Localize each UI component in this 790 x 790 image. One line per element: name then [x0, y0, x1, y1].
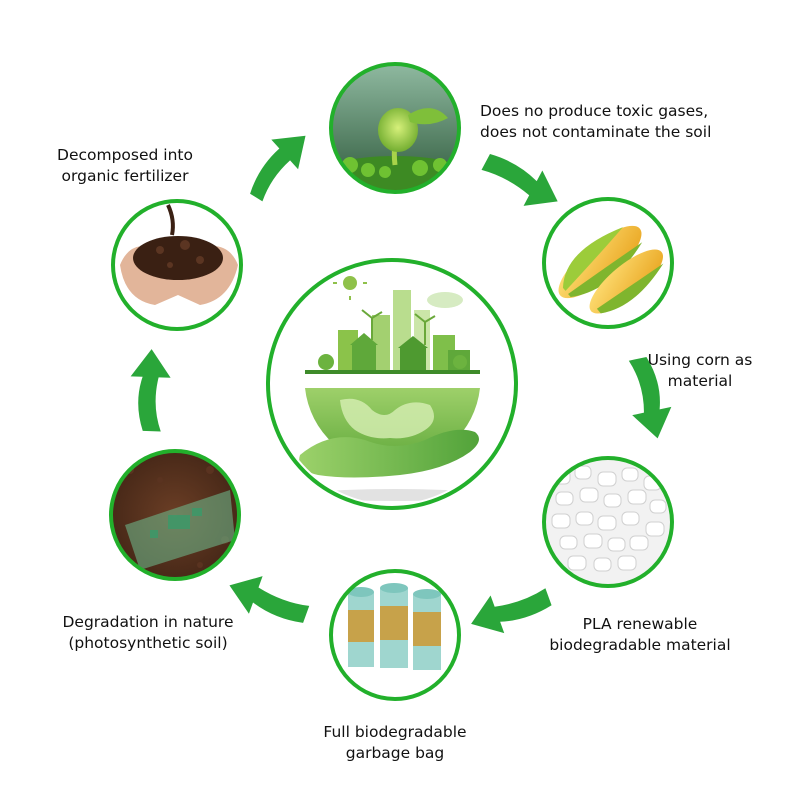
label-degradation-line-1: Degradation in nature: [48, 612, 248, 633]
corn-photo: [544, 199, 673, 327]
label-corn-line-1: Using corn as: [640, 350, 760, 371]
pla-pellets-photo: [544, 458, 672, 586]
label-pla-line-2: biodegradable material: [535, 635, 745, 656]
label-bags: Full biodegradable garbage bag: [295, 722, 495, 764]
arrow-degradation-to-fertilizer: [129, 348, 172, 431]
label-pla-line-1: PLA renewable: [535, 614, 745, 635]
label-pla: PLA renewable biodegradable material: [535, 614, 745, 656]
label-seedling: Does no produce toxic gases, does not co…: [480, 101, 711, 143]
label-seedling-line-2: does not contaminate the soil: [480, 122, 711, 143]
center-eco-city-illustration: [268, 260, 518, 510]
garbage-bag-rolls-photo: [331, 571, 459, 699]
arrow-seedling-to-corn: [476, 145, 567, 219]
label-bags-line-1: Full biodegradable: [295, 722, 495, 743]
buried-bag-in-soil-photo: [111, 451, 239, 579]
seedling-photo: [315, 64, 475, 200]
hands-holding-soil-photo: [113, 201, 241, 329]
label-bags-line-2: garbage bag: [295, 743, 495, 764]
label-fertilizer-line-2: organic fertilizer: [40, 166, 210, 187]
label-seedling-line-1: Does no produce toxic gases,: [480, 101, 711, 122]
label-degradation: Degradation in nature (photosynthetic so…: [48, 612, 248, 654]
label-fertilizer-line-1: Decomposed into: [40, 145, 210, 166]
label-degradation-line-2: (photosynthetic soil): [48, 633, 248, 654]
label-corn: Using corn as material: [640, 350, 760, 392]
arrow-fertilizer-to-seedling: [233, 121, 319, 204]
label-corn-line-2: material: [640, 371, 760, 392]
label-fertilizer: Decomposed into organic fertilizer: [40, 145, 210, 187]
